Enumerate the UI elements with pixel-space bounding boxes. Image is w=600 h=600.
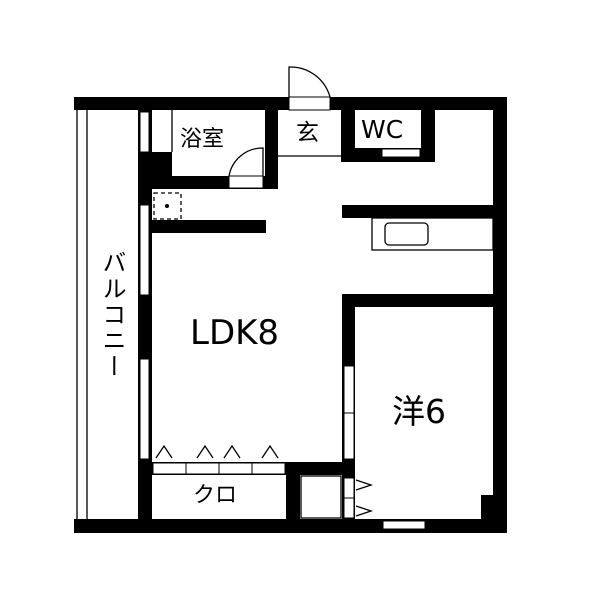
kitchen-sink xyxy=(384,222,429,246)
ldk-window-upper xyxy=(139,204,150,296)
fixtures xyxy=(76,66,494,519)
interior-window-b xyxy=(343,412,355,460)
wall-closet-right xyxy=(286,462,300,519)
closet-door-4 xyxy=(251,462,286,475)
entrance-door-gap xyxy=(288,96,331,111)
western-window xyxy=(382,520,426,530)
western-door-markers xyxy=(355,479,374,517)
wall-left-inner xyxy=(138,97,152,533)
storage xyxy=(300,475,342,519)
western-door-a xyxy=(343,477,355,499)
bath-window xyxy=(139,111,150,153)
room-label-western: 洋6 xyxy=(392,392,446,431)
wall-bath-right xyxy=(265,110,278,189)
wall-ldk-top xyxy=(152,220,266,233)
walls xyxy=(74,97,507,533)
wall-right xyxy=(493,97,507,533)
room-label-entrance: 玄 xyxy=(296,120,319,146)
interior-window-a xyxy=(343,365,355,414)
closet-door-2 xyxy=(185,462,220,475)
western-door-b xyxy=(343,497,355,519)
room-label-balcony: バルコニー xyxy=(98,250,126,380)
closet-door-markers xyxy=(155,444,279,459)
wall-kitchen xyxy=(342,205,493,218)
room-label-ldk: LDK8 xyxy=(190,313,280,353)
wc-window xyxy=(381,148,421,158)
bath-door-gap xyxy=(228,175,264,189)
wall-western-top xyxy=(342,294,493,307)
room-label-wc: WC xyxy=(361,115,404,144)
entrance-door-swing xyxy=(288,66,331,98)
wall-bath-corner xyxy=(152,152,172,176)
ldk-window-lower xyxy=(139,358,150,460)
kitchen-counter xyxy=(371,217,494,251)
bath-door-swing xyxy=(228,147,264,177)
openings xyxy=(139,96,426,530)
room-label-bathroom: 浴室 xyxy=(180,127,225,152)
washer-space xyxy=(153,192,182,220)
wall-corner-block xyxy=(481,495,493,519)
closet-door-1 xyxy=(152,462,187,475)
closet-door-3 xyxy=(218,462,253,475)
room-label-closet: クロ xyxy=(193,483,238,508)
